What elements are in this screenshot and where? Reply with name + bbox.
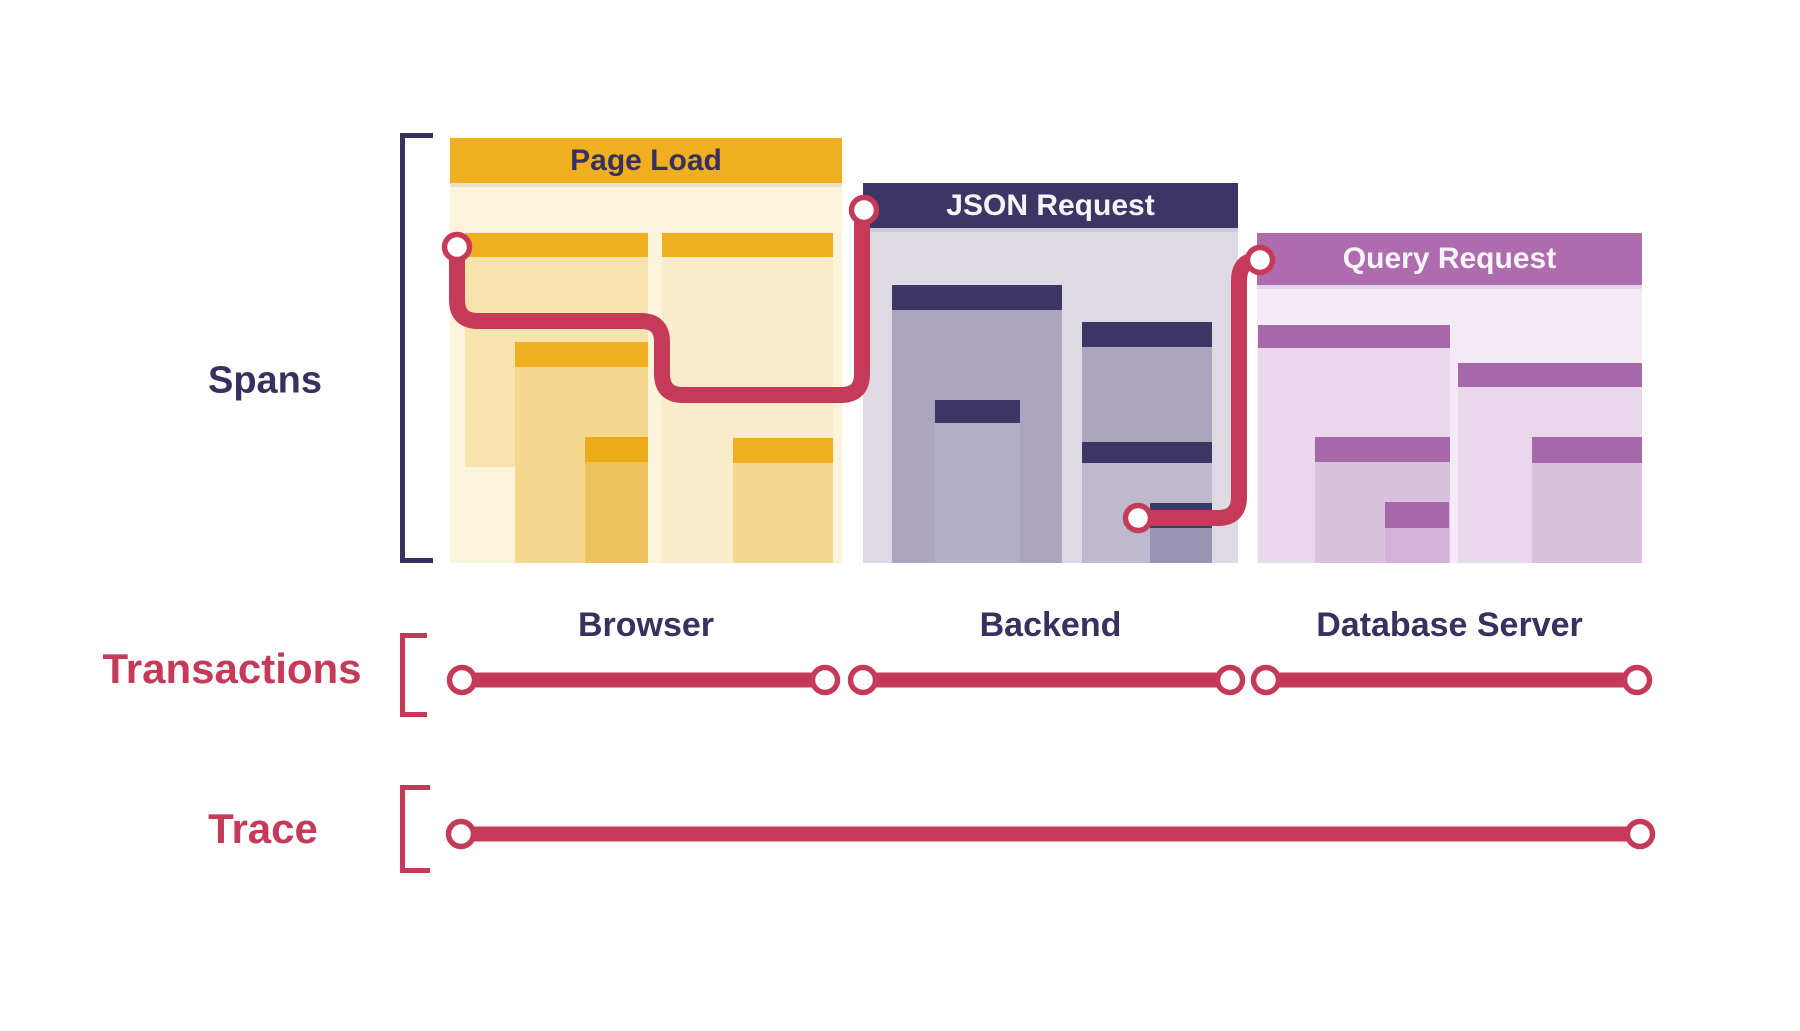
span-bar — [585, 437, 648, 563]
service-label-backend: Backend — [979, 606, 1122, 644]
span-bar-header — [1385, 502, 1449, 528]
transaction-endpoint-circle — [1214, 664, 1246, 696]
span-bar-header — [1258, 325, 1450, 348]
span-bar-header — [1315, 437, 1450, 462]
span-bar-body — [733, 463, 833, 563]
span-bar-header — [515, 342, 648, 367]
span-bar — [935, 400, 1020, 563]
span-bar-body — [1150, 528, 1212, 563]
panel-query-request: Query Request — [1257, 233, 1642, 563]
span-bar — [1150, 503, 1212, 563]
span-bar — [1385, 502, 1449, 563]
span-bar-header — [1532, 437, 1642, 463]
panel-title: JSON Request — [946, 188, 1155, 222]
page-load-header: Page Load — [450, 138, 842, 183]
span-bar-header — [465, 233, 648, 257]
span-bar-header — [935, 400, 1020, 423]
transaction-endpoint-circle — [1621, 664, 1653, 696]
span-bar-header — [733, 438, 833, 463]
panel-title: Page Load — [570, 143, 722, 177]
span-bar-body — [1532, 463, 1642, 563]
span-bar-body — [585, 462, 648, 563]
span-bar-header — [1458, 363, 1642, 387]
span-bar-header — [892, 285, 1062, 310]
json-request-header: JSON Request — [863, 183, 1238, 228]
span-bar-header — [1082, 442, 1212, 463]
transaction-endpoint-circle — [809, 664, 841, 696]
span-bar-header — [1150, 503, 1212, 528]
span-bar-header — [662, 233, 833, 257]
trace-label: Trace — [208, 805, 318, 852]
service-label-browser: Browser — [577, 606, 715, 644]
trace-bracket — [400, 785, 430, 873]
service-label-database-server: Database Server — [1316, 606, 1583, 644]
span-bar-body — [935, 423, 1020, 563]
transaction-endpoint-circle — [1250, 664, 1282, 696]
trace-endpoint-circle — [445, 818, 477, 850]
span-bar — [1532, 437, 1642, 563]
transactions-bracket — [400, 633, 427, 717]
span-bar-header — [585, 437, 648, 462]
panel-json-request: JSON Request — [863, 183, 1238, 563]
transaction-endpoint-circle — [446, 664, 478, 696]
spans-label: Spans — [207, 359, 323, 402]
trace-endpoint-circle — [1624, 818, 1656, 850]
panel-title: Query Request — [1342, 242, 1557, 275]
transaction-endpoint-circle — [847, 664, 879, 696]
span-bar-header — [1082, 322, 1212, 347]
query-request-header: Query Request — [1257, 233, 1642, 285]
transactions-label: Transactions — [102, 645, 362, 692]
span-bar-body — [1385, 528, 1449, 563]
spans-bracket — [400, 133, 433, 563]
panel-page-load: Page Load — [450, 138, 842, 563]
span-bar — [733, 438, 833, 563]
